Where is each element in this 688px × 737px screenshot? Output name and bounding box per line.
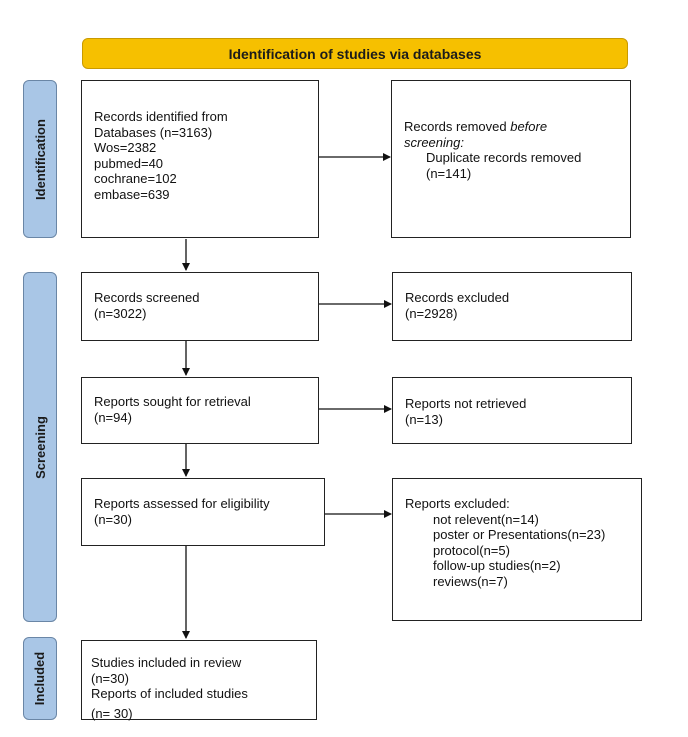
screened-line-2: (n=3022) [94,305,147,321]
removed-line-3: Duplicate records removed [426,150,582,165]
assessed-line-1: Reports assessed for eligibility [94,496,270,511]
included-line-4: (n= 30) [91,705,133,721]
list-item: protocol(n=5) [433,542,510,558]
phase-identification: Identification [23,80,57,238]
removed-line-4: (n=141) [426,165,472,181]
identified-line-6: embase=639 [94,186,170,202]
removed-line-1: Records removed before [404,119,618,135]
not-retrieved-line-2: (n=13) [405,411,443,427]
assessed-line-2: (n=30) [94,511,132,527]
list-item: not relevent(n=14) [433,511,539,527]
box-reports-excluded: Reports excluded: not relevent(n=14) pos… [392,478,642,621]
included-line-1: Studies included in review [91,655,242,670]
box-studies-included: Studies included in review (n=30) Report… [81,640,317,721]
box-records-removed: Records removed before screening: Duplic… [391,80,631,238]
box-records-identified: Records identified from Databases (n=316… [81,80,319,238]
sought-line-2: (n=94) [94,409,132,425]
reports-excluded-title: Reports excluded: [405,496,510,511]
removed-line-2: screening: [404,134,464,150]
screened-line-1: Records screened [94,290,200,305]
included-line-2: (n=30) [91,670,129,686]
removed-prefix: Records removed [404,119,511,134]
not-retrieved-line-1: Reports not retrieved [405,396,527,411]
phase-included: Included [23,637,57,720]
identified-line-1: Records identified from [94,109,228,124]
box-reports-not-retrieved: Reports not retrieved (n=13) [392,377,632,444]
excluded-line-2: (n=2928) [405,305,458,321]
box-reports-assessed: Reports assessed for eligibility (n=30) [81,478,325,546]
identified-line-3: Wos=2382 [94,140,157,155]
list-item: reviews(n=7) [433,573,508,589]
included-line-3: Reports of included studies [91,686,248,701]
identified-line-4: pubmed=40 [94,155,164,171]
box-reports-sought: Reports sought for retrieval (n=94) [81,377,319,444]
list-item: follow-up studies(n=2) [433,558,561,573]
identified-line-5: cochrane=102 [94,171,177,186]
identified-line-2: Databases (n=3163) [94,124,213,140]
box-records-screened: Records screened (n=3022) [81,272,319,341]
list-item: poster or Presentations(n=23) [433,527,606,542]
header-banner: Identification of studies via databases [82,38,628,69]
box-records-excluded: Records excluded (n=2928) [392,272,632,341]
phase-screening: Screening [23,272,57,622]
excluded-line-1: Records excluded [405,290,510,305]
banner-title: Identification of studies via databases [228,45,482,62]
removed-emph: before [510,119,548,134]
sought-line-1: Reports sought for retrieval [94,394,251,409]
